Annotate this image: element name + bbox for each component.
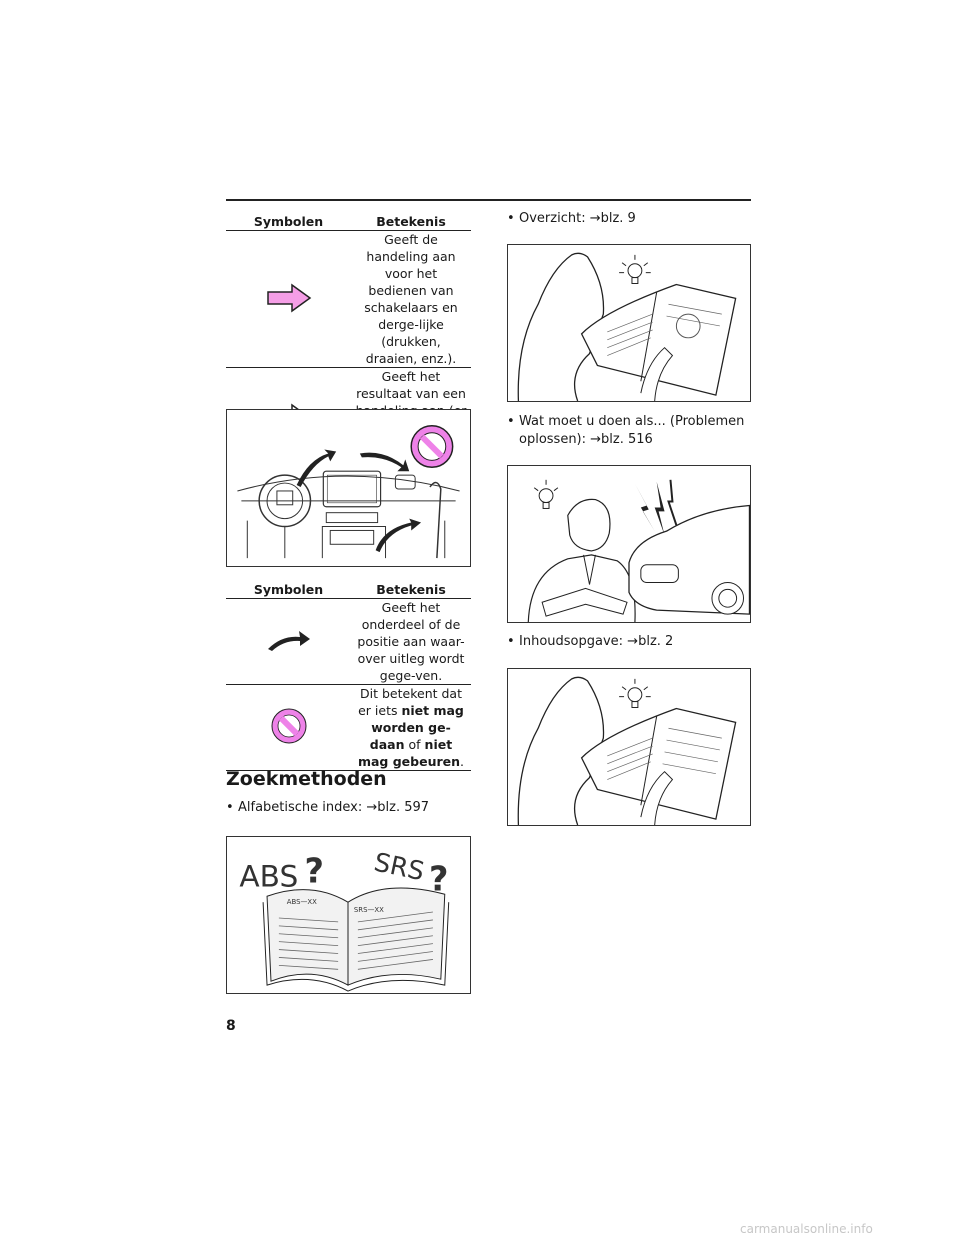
page-number: 8 <box>226 1018 236 1034</box>
reading-person-illustration-2 <box>507 668 751 826</box>
troubleshooting-illustration <box>507 465 751 623</box>
prohibit-text-2: niet mag worden ge-daan <box>369 703 464 752</box>
description-part-position: Geeft het onderdeel of de positie aan wa… <box>351 598 471 685</box>
srs-text: SRS <box>371 847 427 887</box>
small-srs-label: SRS—XX <box>354 906 384 914</box>
page-ref[interactable]: blz. 597 <box>377 800 430 815</box>
pink-arrow-icon <box>226 230 351 368</box>
abs-srs-book-illustration: ABS ? SRS ? ABS—XX SRS—XX <box>226 836 471 994</box>
header-symbolen: Symbolen <box>226 212 351 231</box>
bullet-troubleshooting: •Wat moet u doen als... (Problemen oplos… <box>507 414 745 447</box>
ref-arrow: → <box>590 432 602 447</box>
abs-text: ABS <box>239 859 298 893</box>
header-betekenis-2: Betekenis <box>351 580 471 599</box>
prohibit-text-4: niet mag gebeuren <box>357 737 461 769</box>
dashboard-illustration <box>226 409 471 567</box>
prohibit-text-3: of <box>408 737 421 752</box>
bullet-label: Wat moet u doen als... (Problemen <box>519 414 745 429</box>
small-abs-label: ABS—XX <box>287 898 317 906</box>
ref-arrow: → <box>366 800 378 815</box>
srs-question: ? <box>429 859 448 898</box>
curved-arrow-icon <box>226 598 351 685</box>
bullet-alphabetical-index: •Alfabetische index: →blz. 597 <box>226 800 430 815</box>
page-ref[interactable]: blz. 9 <box>600 211 636 226</box>
header-betekenis: Betekenis <box>351 212 471 231</box>
bullet-table-of-contents: •Inhoudsopgave: →blz. 2 <box>507 634 674 649</box>
watermark: carmanualsonline.info <box>740 1222 873 1236</box>
abs-question: ? <box>305 851 324 890</box>
prohibit-text-5: . <box>460 754 465 769</box>
ref-arrow: → <box>589 211 601 226</box>
prohibition-icon <box>226 684 351 771</box>
ref-arrow: → <box>627 634 639 649</box>
reading-person-illustration-1 <box>507 244 751 402</box>
bullet-label: Alfabetische index: <box>238 800 367 815</box>
bullet-label: Inhoudsopgave: <box>519 634 628 649</box>
bullet-overview: •Overzicht: →blz. 9 <box>507 211 636 226</box>
page-ref[interactable]: blz. 516 <box>601 432 653 447</box>
top-rule <box>226 199 751 201</box>
bullet-label: Overzicht: <box>519 211 590 226</box>
prohibit-text-1: Dit betekent dat er iets <box>358 686 462 718</box>
description-operation: Geeft de handeling aan voor het bedienen… <box>351 230 471 368</box>
page-ref[interactable]: blz. 2 <box>638 634 674 649</box>
header-symbolen-2: Symbolen <box>226 580 351 599</box>
description-prohibited: Dit betekent dat er iets niet mag worden… <box>351 684 471 771</box>
bullet-label-cont: oplossen): <box>519 432 591 447</box>
section-title: Zoekmethoden <box>226 768 387 790</box>
symbols-table-2: Symbolen Betekenis Geeft het onderdeel o… <box>226 580 471 771</box>
